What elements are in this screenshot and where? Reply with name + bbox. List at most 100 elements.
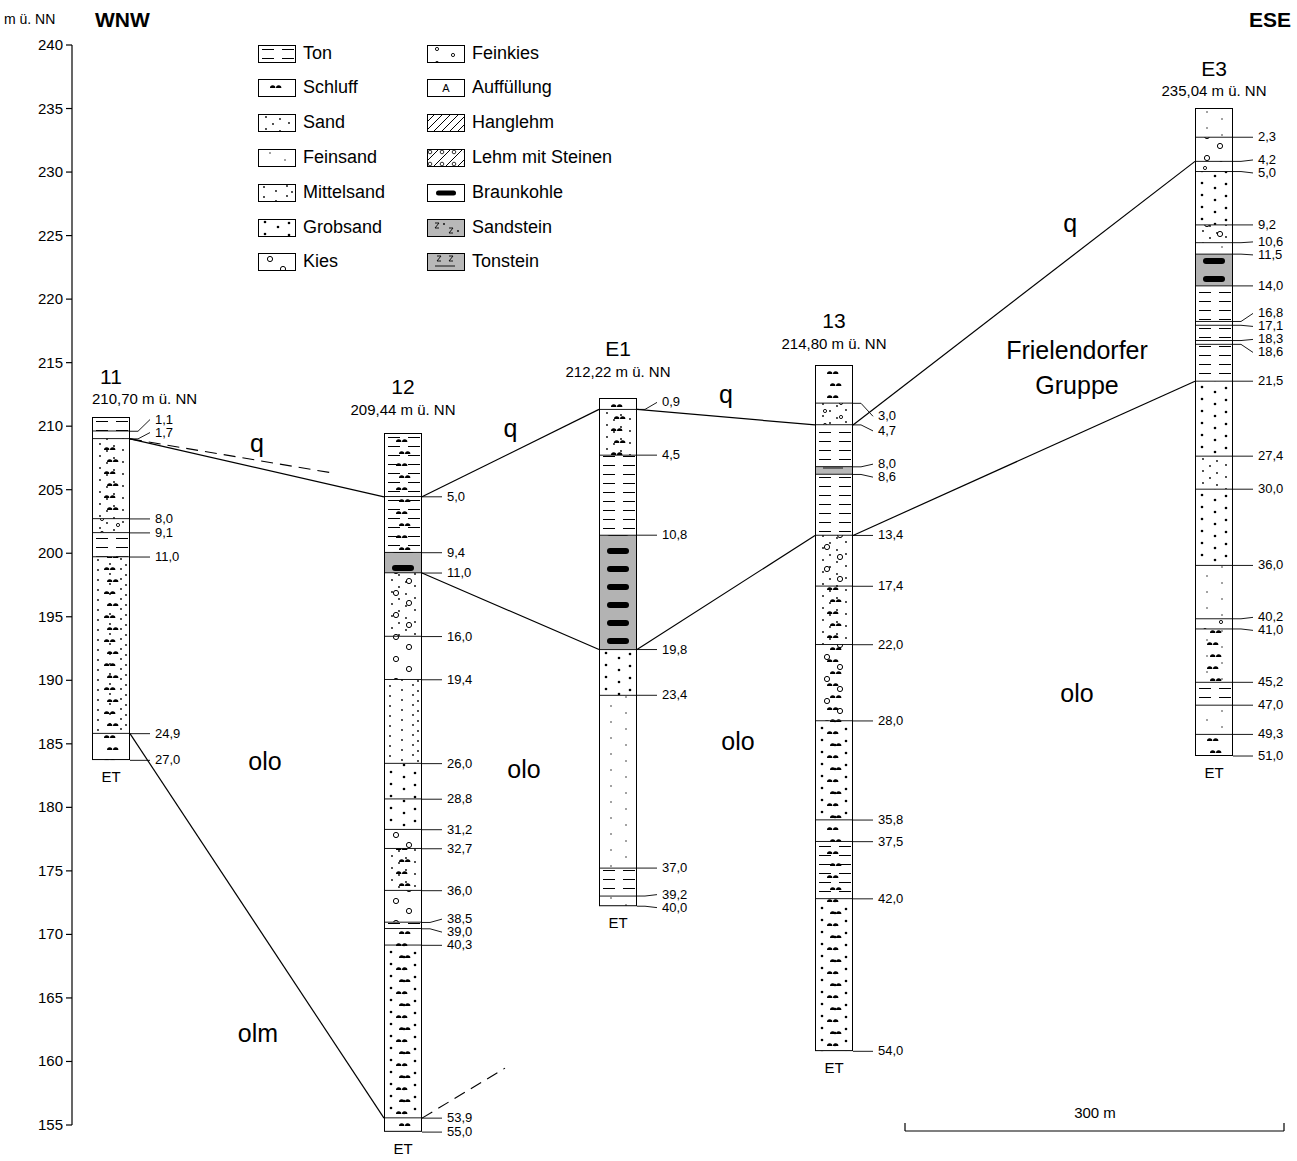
swatch-outline	[259, 115, 296, 132]
layer-pattern	[384, 849, 422, 891]
swatch-ground	[259, 254, 296, 271]
layer-pattern	[815, 721, 853, 820]
layer-ground	[1195, 629, 1233, 682]
layer-ground	[92, 431, 130, 439]
unit-label: q	[247, 430, 267, 458]
layer-ground	[384, 922, 422, 928]
lithology-layer	[1195, 565, 1233, 618]
end-marker: ET	[1204, 765, 1223, 782]
depth-tick	[1233, 241, 1253, 243]
depth-tick	[422, 636, 442, 637]
swatch-outline	[428, 185, 465, 202]
depth-tick	[853, 474, 873, 477]
lithology-layer	[599, 650, 637, 696]
layer-ground	[599, 896, 637, 906]
depth-label: 11,5	[1257, 248, 1283, 262]
layer-ground	[384, 680, 422, 764]
layer-ground	[599, 455, 637, 535]
layer-pattern	[384, 830, 422, 849]
direction-label: WNW	[95, 8, 150, 31]
legend-text: Lehm mit Steinen	[472, 147, 612, 169]
layer-boundary	[1195, 705, 1233, 706]
depth-tick	[1233, 381, 1253, 382]
layer-boundary	[1195, 254, 1233, 255]
lithology-layer	[1195, 254, 1233, 286]
layer-ground	[92, 533, 130, 557]
layer-boundary	[1195, 381, 1233, 382]
legend-text: Sandstein	[472, 217, 552, 239]
axis-tick-label: 200	[38, 545, 63, 562]
layer-ground	[384, 1118, 422, 1132]
lithology-layer	[599, 535, 637, 649]
depth-tick	[422, 1118, 442, 1119]
lithology-layer	[815, 721, 853, 820]
depth-label: 22,0	[877, 638, 904, 652]
lithology-layer	[1195, 243, 1233, 254]
layer-pattern	[599, 896, 637, 906]
layer-pattern	[1195, 161, 1233, 171]
legend-text: Auffüllung	[472, 77, 552, 99]
depth-tick	[1233, 224, 1253, 225]
lithology-layer	[1195, 629, 1233, 682]
layer-boundary	[92, 438, 130, 439]
layer-pattern	[92, 439, 130, 519]
layer-pattern	[384, 929, 422, 946]
layer-boundary	[384, 890, 422, 891]
layer-pattern	[384, 497, 422, 553]
layer-boundary	[815, 644, 853, 645]
lithology-layer	[815, 467, 853, 475]
depth-tick	[422, 1132, 442, 1133]
lithology-layer	[1195, 161, 1233, 171]
lithology-layer	[92, 431, 130, 439]
depth-tick	[637, 455, 657, 456]
lithology-layer	[384, 764, 422, 800]
layer-boundary	[384, 848, 422, 849]
layer-ground	[1195, 344, 1233, 381]
layer-pattern	[815, 842, 853, 899]
swatch-outline	[259, 46, 296, 63]
depth-label: 14,0	[1257, 279, 1284, 293]
layer-pattern	[384, 553, 422, 573]
layer-pattern	[92, 533, 130, 557]
end-marker: ET	[393, 1141, 412, 1158]
layer-pattern	[92, 734, 130, 761]
depth-tick	[1233, 160, 1253, 161]
axis-tick	[66, 362, 72, 363]
legend-swatch	[427, 114, 465, 132]
layer-boundary	[815, 720, 853, 721]
depth-tick	[637, 895, 657, 896]
depth-label: 36,0	[1257, 558, 1284, 572]
depth-label: 19,4	[446, 673, 473, 687]
layer-pattern	[384, 891, 422, 923]
layer-pattern	[599, 409, 637, 455]
layer-pattern	[815, 403, 853, 425]
swatch-outline	[428, 254, 465, 271]
depth-label: 9,2	[1257, 218, 1277, 232]
layer-pattern	[815, 425, 853, 467]
axis-tick-label: 215	[38, 354, 63, 371]
depth-tick	[637, 649, 657, 650]
swatch-pattern	[259, 115, 296, 132]
layer-pattern	[1195, 629, 1233, 682]
layer-ground	[1195, 137, 1233, 161]
swatch-outline	[259, 254, 296, 271]
depth-tick	[853, 820, 873, 821]
axis-tick-label: 155	[38, 1117, 63, 1134]
layer-pattern	[815, 586, 853, 644]
correlation-line	[853, 161, 1195, 425]
lithology-layer	[1195, 381, 1233, 456]
layer-pattern	[815, 842, 853, 899]
axis-tick-label: 175	[38, 863, 63, 880]
swatch-ground	[428, 254, 465, 271]
lithology-layer	[1195, 705, 1233, 734]
layer-pattern	[815, 820, 853, 842]
layer-ground	[92, 519, 130, 533]
legend-text: Mittelsand	[303, 182, 385, 204]
lithology-layer	[384, 680, 422, 764]
layer-boundary	[815, 466, 853, 467]
lithology-layer	[384, 637, 422, 680]
borehole-log	[599, 398, 637, 906]
depth-tick	[422, 929, 442, 932]
layer-pattern	[815, 403, 853, 425]
layer-pattern	[1195, 344, 1233, 381]
